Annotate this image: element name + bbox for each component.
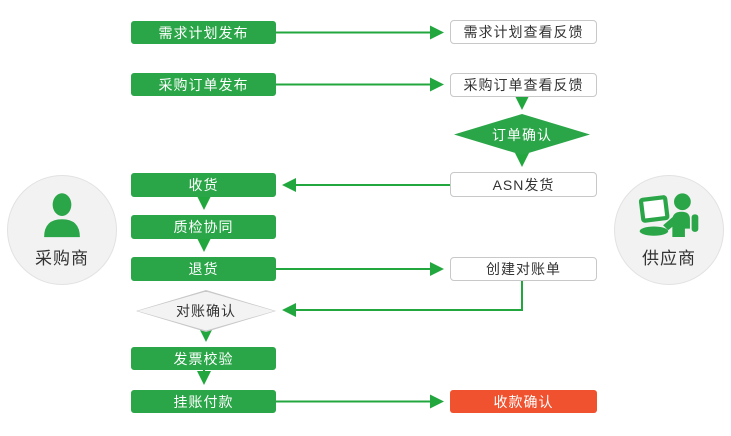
order-confirm-label: 订单确认 xyxy=(492,126,552,143)
supplier-label: 供应商 xyxy=(642,249,696,268)
node-purchase-order-feedback: 采购订单查看反馈 xyxy=(450,73,597,97)
node-purchase-order-publish: 采购订单发布 xyxy=(131,73,276,96)
node-invoice-verification: 发票校验 xyxy=(131,347,276,370)
supplier-actor: 供应商 xyxy=(614,175,724,285)
node-payment-confirm: 收款确认 xyxy=(450,390,597,413)
buyer-actor: 采购商 xyxy=(7,175,117,285)
node-order-confirm-diamond: 订单确认 xyxy=(454,114,590,155)
node-quality-inspection: 质检协同 xyxy=(131,215,276,239)
node-return-goods: 退货 xyxy=(131,257,276,281)
person-bust-icon xyxy=(36,190,88,242)
node-demand-plan-feedback: 需求计划查看反馈 xyxy=(450,20,597,44)
node-create-statement: 创建对账单 xyxy=(450,257,597,281)
buyer-label: 采购商 xyxy=(35,249,89,268)
node-reconciliation-confirm-diamond: 对账确认 xyxy=(136,290,276,332)
person-with-laptop-icon xyxy=(638,190,700,242)
node-demand-plan-publish: 需求计划发布 xyxy=(131,21,276,44)
node-asn-shipping: ASN发货 xyxy=(450,172,597,197)
reconciliation-confirm-label: 对账确认 xyxy=(176,303,236,319)
node-receiving: 收货 xyxy=(131,173,276,197)
node-account-payment: 挂账付款 xyxy=(131,390,276,413)
